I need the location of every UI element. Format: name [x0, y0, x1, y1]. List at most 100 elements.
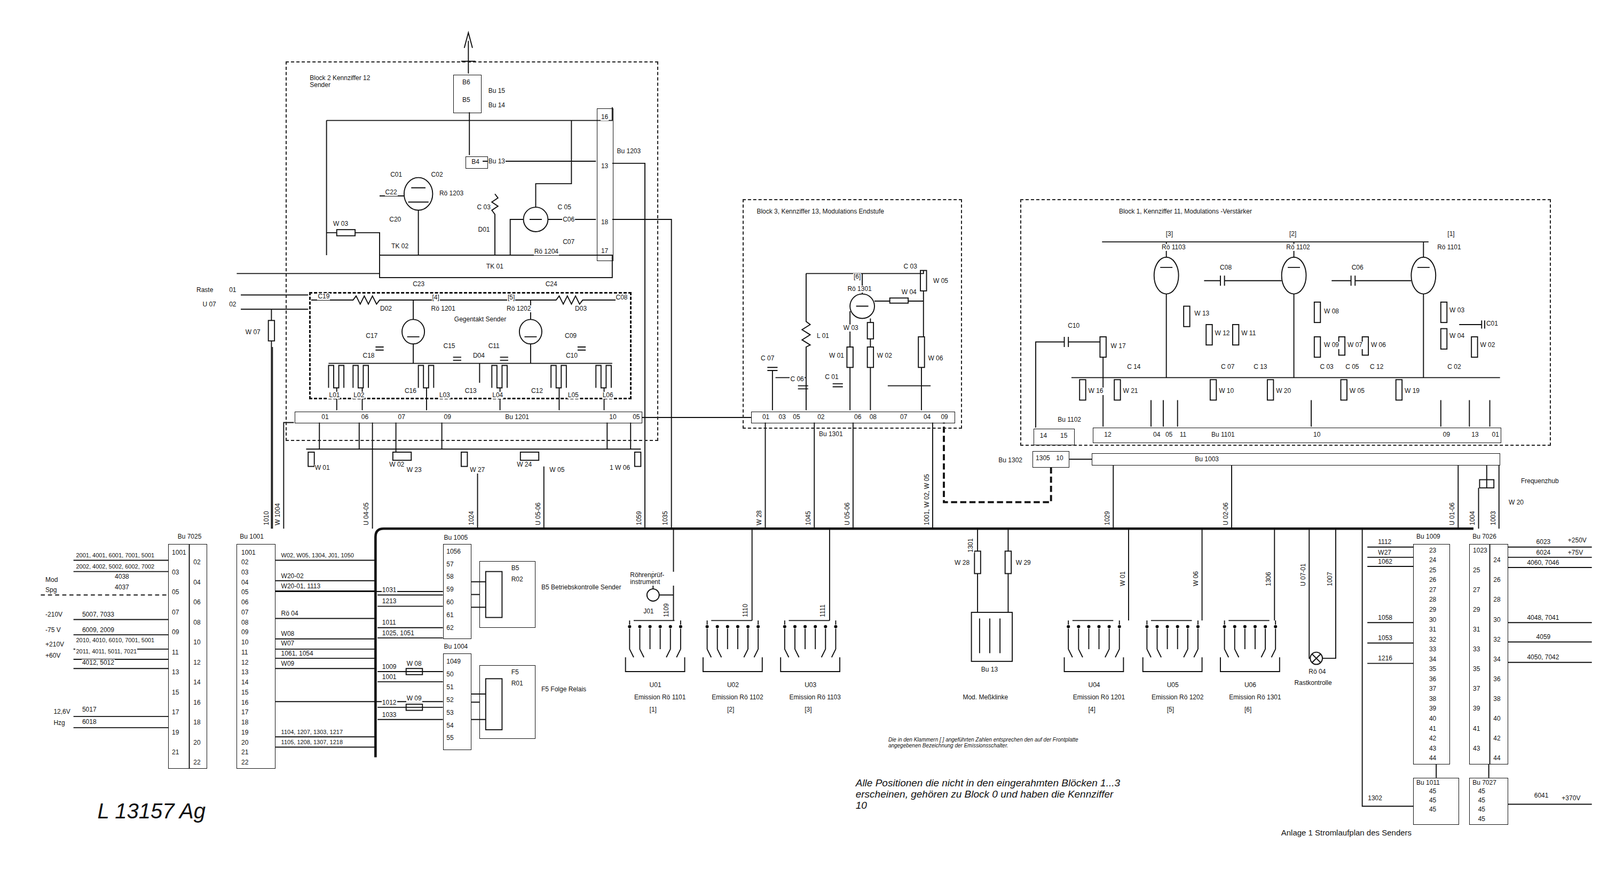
node-text: 05	[792, 413, 801, 421]
part-label: Rö 1202	[506, 305, 532, 313]
part-label: L06	[602, 391, 614, 399]
part-label: 14	[192, 679, 201, 687]
part-label: 30	[1428, 616, 1437, 624]
part-label: U06	[1243, 681, 1257, 689]
part-label: C 12	[1369, 363, 1384, 371]
part-label: +60V	[44, 652, 61, 660]
part-label: 1058	[1377, 614, 1393, 622]
part-label: U05	[1166, 681, 1180, 689]
part-label: 15	[171, 689, 180, 697]
part-label: +210V	[44, 641, 65, 649]
node-text: B5	[461, 96, 471, 104]
part-label: [1]	[649, 706, 658, 714]
part-label: 33	[1428, 645, 1437, 653]
part-label: D03	[574, 305, 588, 313]
part-label: W 02	[1479, 341, 1496, 349]
part-label: 1109	[663, 602, 671, 618]
part-label: 1053	[1377, 634, 1393, 642]
part-label: C 07	[1220, 363, 1235, 371]
part-label: 06	[240, 598, 249, 606]
node-text: 18	[600, 218, 609, 226]
part-label: 01	[228, 286, 237, 294]
node-text: Bu 1011	[1415, 779, 1441, 787]
part-label: U 02-06	[1222, 501, 1230, 526]
part-label: C16	[404, 387, 417, 395]
part-label: W 01	[1119, 570, 1127, 587]
part-label: 42	[1428, 735, 1437, 743]
part-label: 43	[1428, 745, 1437, 753]
part-label: Bu 13	[980, 666, 999, 674]
part-label: 17	[171, 708, 180, 716]
part-label: 1001	[171, 549, 187, 557]
part-label: 19	[171, 729, 180, 737]
part-label: C 03	[1319, 363, 1334, 371]
part-label: U 05-06	[534, 501, 542, 526]
part-label: 23	[1428, 547, 1437, 555]
part-label: 13	[171, 668, 180, 676]
part-label: 4059	[1535, 633, 1552, 641]
part-label: C23	[412, 280, 425, 288]
part-label: 1104, 1207, 1303, 1217	[280, 728, 344, 736]
part-label: 45	[1428, 797, 1437, 805]
part-label: Mod. Meßklinke	[962, 694, 1009, 701]
part-label: W 29	[1015, 559, 1032, 567]
part-label: 16	[192, 699, 201, 707]
node-text: Bu 1005	[443, 534, 469, 542]
part-label: Rö 1301	[846, 285, 872, 293]
part-label: 34	[1492, 656, 1501, 664]
part-label: 45	[1428, 787, 1437, 795]
part-label: 6009, 2009	[81, 626, 115, 634]
part-label: W 1004	[274, 502, 282, 526]
wire-connector	[471, 594, 480, 596]
part-label: 07	[171, 609, 180, 617]
part-label: Frequenzhub	[1520, 477, 1560, 485]
node-text: 09	[1442, 431, 1451, 439]
part-label: L05	[567, 391, 580, 399]
part-label: W 20	[1275, 387, 1292, 395]
part-label: L02	[352, 391, 365, 399]
part-label: 2001, 4001, 6001, 7001, 5001	[75, 552, 155, 559]
node-text: F5	[510, 668, 520, 676]
part-label: 1056	[445, 548, 462, 556]
part-label: C 06	[789, 375, 805, 383]
relay: B5R02	[479, 561, 536, 628]
part-label: 07	[240, 609, 249, 617]
part-label: [4]	[1088, 706, 1097, 714]
part-label: 16	[240, 699, 249, 707]
part-label: C08	[1219, 264, 1233, 272]
part-label: C07	[562, 238, 575, 246]
part-label: Bu 14	[487, 101, 506, 109]
part-label: U 07-01	[1299, 563, 1307, 588]
part-label: Bu 15	[487, 87, 506, 95]
part-label: 12	[240, 659, 249, 667]
part-label: W 05	[932, 277, 949, 285]
part-label: 2010, 4010, 6010, 7001, 5001	[75, 636, 155, 644]
node-text: 10	[1312, 431, 1321, 439]
part-label: C24	[545, 280, 558, 288]
wire-connector	[471, 701, 480, 703]
part-label: +370V	[1561, 794, 1581, 802]
part-label: C15	[443, 342, 456, 350]
part-label: W20-01, 1113	[280, 582, 322, 590]
part-label: 1061, 1054	[280, 650, 314, 658]
part-label: W 07	[1346, 341, 1363, 349]
part-label: 36	[1492, 675, 1501, 683]
part-label: C01	[389, 171, 403, 179]
part-label: 4050, 7042	[1526, 653, 1560, 661]
part-label: [6]	[1243, 706, 1252, 714]
part-label: 10	[192, 639, 201, 646]
part-label: 20	[240, 739, 249, 747]
part-label: 1011	[381, 619, 397, 627]
part-label: C19	[317, 293, 330, 301]
part-label: C 05	[1344, 363, 1360, 371]
node-text: 04	[923, 413, 932, 421]
part-label: 54	[445, 722, 454, 730]
node-text: 05	[632, 413, 641, 421]
part-label: 1111	[819, 603, 827, 618]
part-label: 52	[445, 696, 454, 704]
node-text: 08	[869, 413, 878, 421]
part-label: C10	[565, 352, 579, 360]
part-label: 24	[1492, 556, 1501, 564]
part-label: W09	[280, 660, 296, 668]
part-label: 55	[445, 734, 454, 742]
